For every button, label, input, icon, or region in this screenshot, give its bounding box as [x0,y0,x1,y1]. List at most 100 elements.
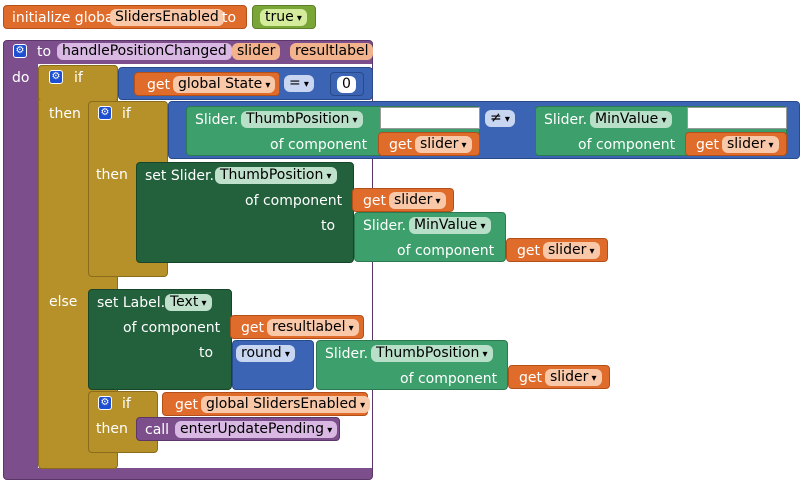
text-prop-dropdown[interactable]: Text [165,294,212,311]
global-slidersenabled-dropdown[interactable]: global SlidersEnabled [201,396,371,413]
resultlabel-var-dropdown[interactable]: resultlabel [267,319,359,336]
init-to-label: to [222,10,237,26]
procedure-gear-icon[interactable]: ⚙ [13,44,27,58]
minvalue-prop-dropdown[interactable]: MinValue [590,111,672,128]
slider-var-dropdown[interactable]: slider [389,192,446,209]
set-label: set Label. [97,295,166,311]
slider-var-dropdown[interactable]: slider [415,136,472,153]
global-name-field[interactable]: SlidersEnabled [110,9,224,26]
thumbposition-text: ThumbPosition [376,345,480,361]
slider-var-text: slider [727,136,766,152]
thumbposition-prop-dropdown[interactable]: ThumbPosition [371,345,493,362]
resultlabel-var-text: resultlabel [272,319,346,335]
minvalue-text: MinValue [595,111,659,127]
of-component-label: of component [578,137,676,153]
if1-else-label: else [49,294,78,310]
get-resultlabel-block[interactable]: get resultlabel [230,315,364,339]
slider-var-dropdown[interactable]: slider [543,242,600,259]
get-label: get [175,397,198,413]
slider-var-dropdown[interactable]: slider [545,369,602,386]
if2-gear-icon[interactable]: ⚙ [98,106,112,120]
slider-minvalue-getter[interactable]: Slider. MinValue of component [535,106,787,156]
thumbposition-text: ThumbPosition [246,111,350,127]
thumbposition-prop-dropdown[interactable]: ThumbPosition [241,111,363,128]
call-label: call [145,422,170,438]
slider-var-text: slider [394,192,433,208]
equals-text: = [289,75,301,91]
get-label: get [519,370,542,386]
true-block[interactable]: true [252,5,316,29]
number-field[interactable]: 0 [337,76,356,93]
procedure-name-field[interactable]: handlePositionChanged [57,43,232,60]
if3-gear-icon[interactable]: ⚙ [98,396,112,410]
not-equal-operator-dropdown[interactable]: ≠ [485,110,515,127]
of-component-label: of component [245,193,343,209]
to-label: to [321,218,336,234]
slider-comp-label: Slider. [363,218,407,234]
slider-var-text: slider [548,242,587,258]
global-slidersenabled-text: global SlidersEnabled [206,396,357,412]
text-prop-text: Text [170,294,199,310]
param-resultlabel[interactable]: resultlabel [290,43,374,60]
slider-minvalue-getter[interactable]: Slider. MinValue of component [354,212,506,262]
set-label-text-block[interactable]: set Label. Text of component to [88,289,232,390]
get-label: get [147,77,170,93]
not-equal-text: ≠ [490,110,502,126]
round-text: round [241,345,282,361]
thumbposition-prop-dropdown[interactable]: ThumbPosition [215,167,337,184]
init-global-label: initialize global [12,10,118,26]
minvalue-text: MinValue [414,217,478,233]
slider-comp-label: Slider. [325,346,369,362]
set-slider-thumbposition-block[interactable]: set Slider. ThumbPosition of component t… [136,162,354,263]
get-label: get [241,320,264,336]
get-label: get [517,243,540,259]
get-label: get [696,137,719,153]
empty-slot [380,107,480,129]
get-global-state-block[interactable]: get global State [134,72,280,96]
get-slider-block[interactable]: get slider [378,132,480,156]
boolean-dropdown[interactable]: true [260,9,307,26]
procedure-call-dropdown[interactable]: enterUpdatePending [175,421,338,438]
get-label: get [363,193,386,209]
param-slider[interactable]: slider [232,43,281,60]
equals-operator-dropdown[interactable]: = [284,75,314,92]
get-slider-block[interactable]: get slider [508,365,610,389]
if1-then-label: then [49,106,81,122]
slider-var-text: slider [550,369,589,385]
if1-gear-icon[interactable]: ⚙ [49,70,63,84]
empty-slot [687,107,787,129]
get-label: get [389,137,412,153]
init-global-block[interactable]: initialize global SlidersEnabled to [3,5,247,29]
call-enterupdatepending-block[interactable]: call enterUpdatePending [136,417,340,441]
procedure-to-label: to [37,44,52,60]
minvalue-prop-dropdown[interactable]: MinValue [409,217,491,234]
get-slider-block[interactable]: get slider [685,132,787,156]
global-state-dropdown[interactable]: global State [173,76,276,93]
to-label: to [199,345,214,361]
get-global-slidersenabled-block[interactable]: get global SlidersEnabled [162,392,371,416]
if3-label: if [122,396,131,412]
if1-label: if [74,70,83,86]
slider-thumbposition-getter[interactable]: Slider. ThumbPosition of component [316,340,508,390]
slider-var-dropdown[interactable]: slider [722,136,779,153]
get-slider-block[interactable]: get slider [352,188,454,212]
of-component-label: of component [123,320,221,336]
of-component-label: of component [397,243,495,259]
slider-comp-label: Slider. [544,112,588,128]
procedure-do-label: do [12,70,30,86]
get-slider-block[interactable]: get slider [506,238,608,262]
global-state-text: global State [178,76,263,92]
slider-var-text: slider [420,136,459,152]
if3-then-label: then [96,421,128,437]
if2-label: if [122,106,131,122]
if2-then-label: then [96,167,128,183]
round-dropdown[interactable]: round [236,345,295,362]
thumbposition-text: ThumbPosition [220,167,324,183]
set-label: set Slider. [145,168,214,184]
round-block[interactable]: round [232,340,314,390]
procedure-call-text: enterUpdatePending [180,421,325,437]
number-block[interactable]: 0 [330,72,364,96]
of-component-label: of component [400,371,498,387]
slider-comp-label: Slider. [195,112,239,128]
boolean-value: true [265,9,294,25]
